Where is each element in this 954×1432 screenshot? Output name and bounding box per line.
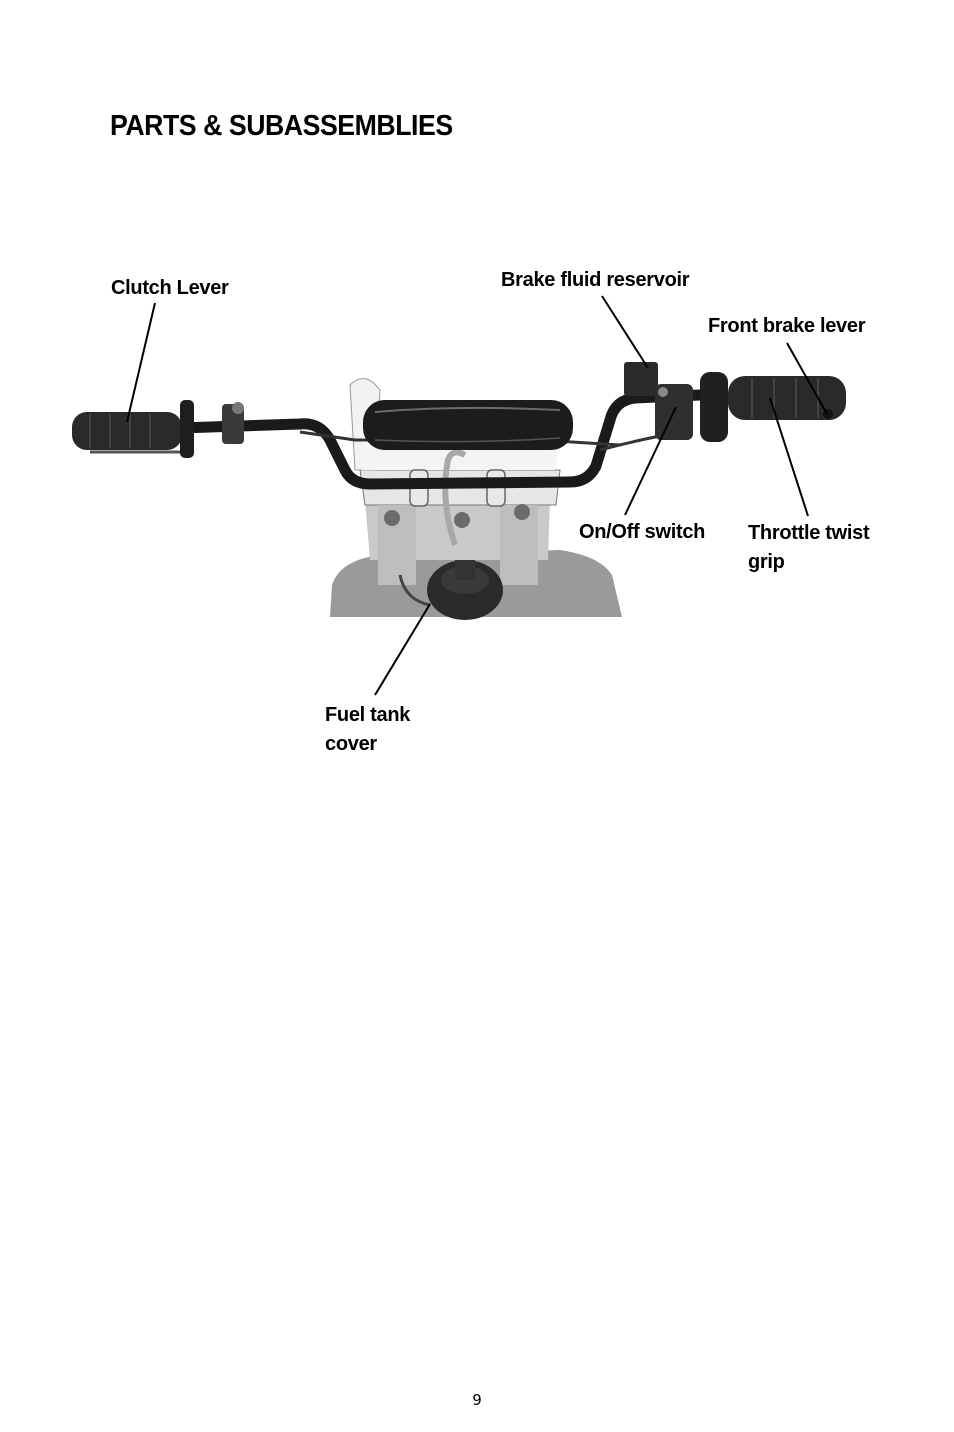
leader-clutch xyxy=(126,302,156,423)
leader-fuel xyxy=(374,603,431,696)
callout-front-brake-lever: Front brake lever xyxy=(708,312,865,341)
page-number: 9 xyxy=(472,1391,482,1409)
leader-lines xyxy=(126,295,828,696)
handlebar xyxy=(174,389,706,490)
callout-fuel-tank-cover: Fuel tank cover xyxy=(325,701,410,759)
callout-on-off-switch-text: On/Off switch xyxy=(579,521,706,543)
right-controls xyxy=(599,362,846,452)
callout-front-brake-lever-text: Front brake lever xyxy=(708,315,866,337)
callout-fuel-line-2: cover xyxy=(325,733,377,755)
callout-brake-fluid-reservoir-text: Brake fluid reservoir xyxy=(501,269,690,291)
left-grip xyxy=(72,400,244,458)
handlebar-photo xyxy=(72,295,846,696)
callout-clutch-lever-text: Clutch Lever xyxy=(111,277,229,299)
callout-on-off-switch: On/Off switch xyxy=(579,518,705,547)
leader-on-off xyxy=(624,406,677,516)
callout-throttle-line-2: grip xyxy=(748,551,785,573)
callout-throttle-line-1: Throttle twist xyxy=(748,522,870,544)
callout-clutch-lever: Clutch Lever xyxy=(111,274,229,303)
callout-fuel-line-1: Fuel tank xyxy=(325,704,411,726)
callout-brake-fluid-reservoir: Brake fluid reservoir xyxy=(501,266,690,295)
leader-front-brake xyxy=(786,342,828,415)
page-title: PARTS & SUBASSEMBLIES xyxy=(110,110,453,142)
leader-throttle xyxy=(769,397,809,517)
callout-throttle-twist-grip: Throttle twist grip xyxy=(748,519,870,577)
leader-brake-reservoir xyxy=(601,295,649,369)
